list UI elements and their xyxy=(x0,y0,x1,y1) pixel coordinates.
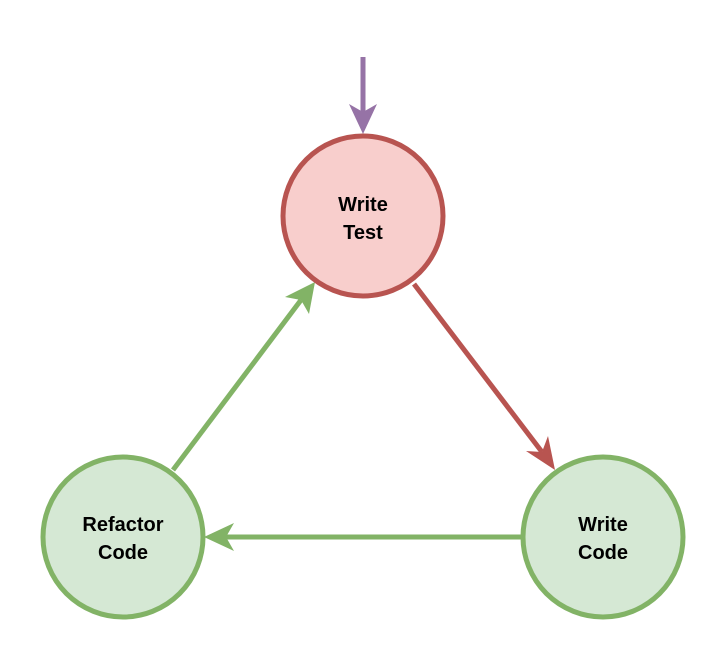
refactor-to-test-line xyxy=(171,298,303,472)
write-test-circle[interactable] xyxy=(280,133,446,299)
refactor-to-test-arrowhead xyxy=(285,282,315,314)
write-code-label-line1: Write xyxy=(578,514,628,536)
write-test-label-line1: Write xyxy=(338,194,388,216)
write-code-label-line2: Code xyxy=(578,542,628,564)
node-write-code[interactable]: Write Code xyxy=(520,454,686,620)
edge-test-to-code xyxy=(412,282,555,470)
entry-arrowhead xyxy=(349,104,377,134)
code-to-refactor-arrowhead xyxy=(204,523,234,551)
edge-refactor-to-test xyxy=(171,282,315,472)
edge-entry xyxy=(349,57,377,134)
test-to-code-line xyxy=(412,282,544,454)
edge-code-to-refactor xyxy=(204,523,523,551)
node-write-test[interactable]: Write Test xyxy=(280,133,446,299)
write-test-label-line2: Test xyxy=(343,222,383,244)
refactor-code-circle[interactable] xyxy=(40,454,206,620)
write-code-circle[interactable] xyxy=(520,454,686,620)
refactor-code-label-line2: Code xyxy=(98,542,148,564)
node-refactor-code[interactable]: Refactor Code xyxy=(40,454,206,620)
test-to-code-arrowhead xyxy=(526,436,555,470)
refactor-code-label-line1: Refactor xyxy=(82,514,163,536)
